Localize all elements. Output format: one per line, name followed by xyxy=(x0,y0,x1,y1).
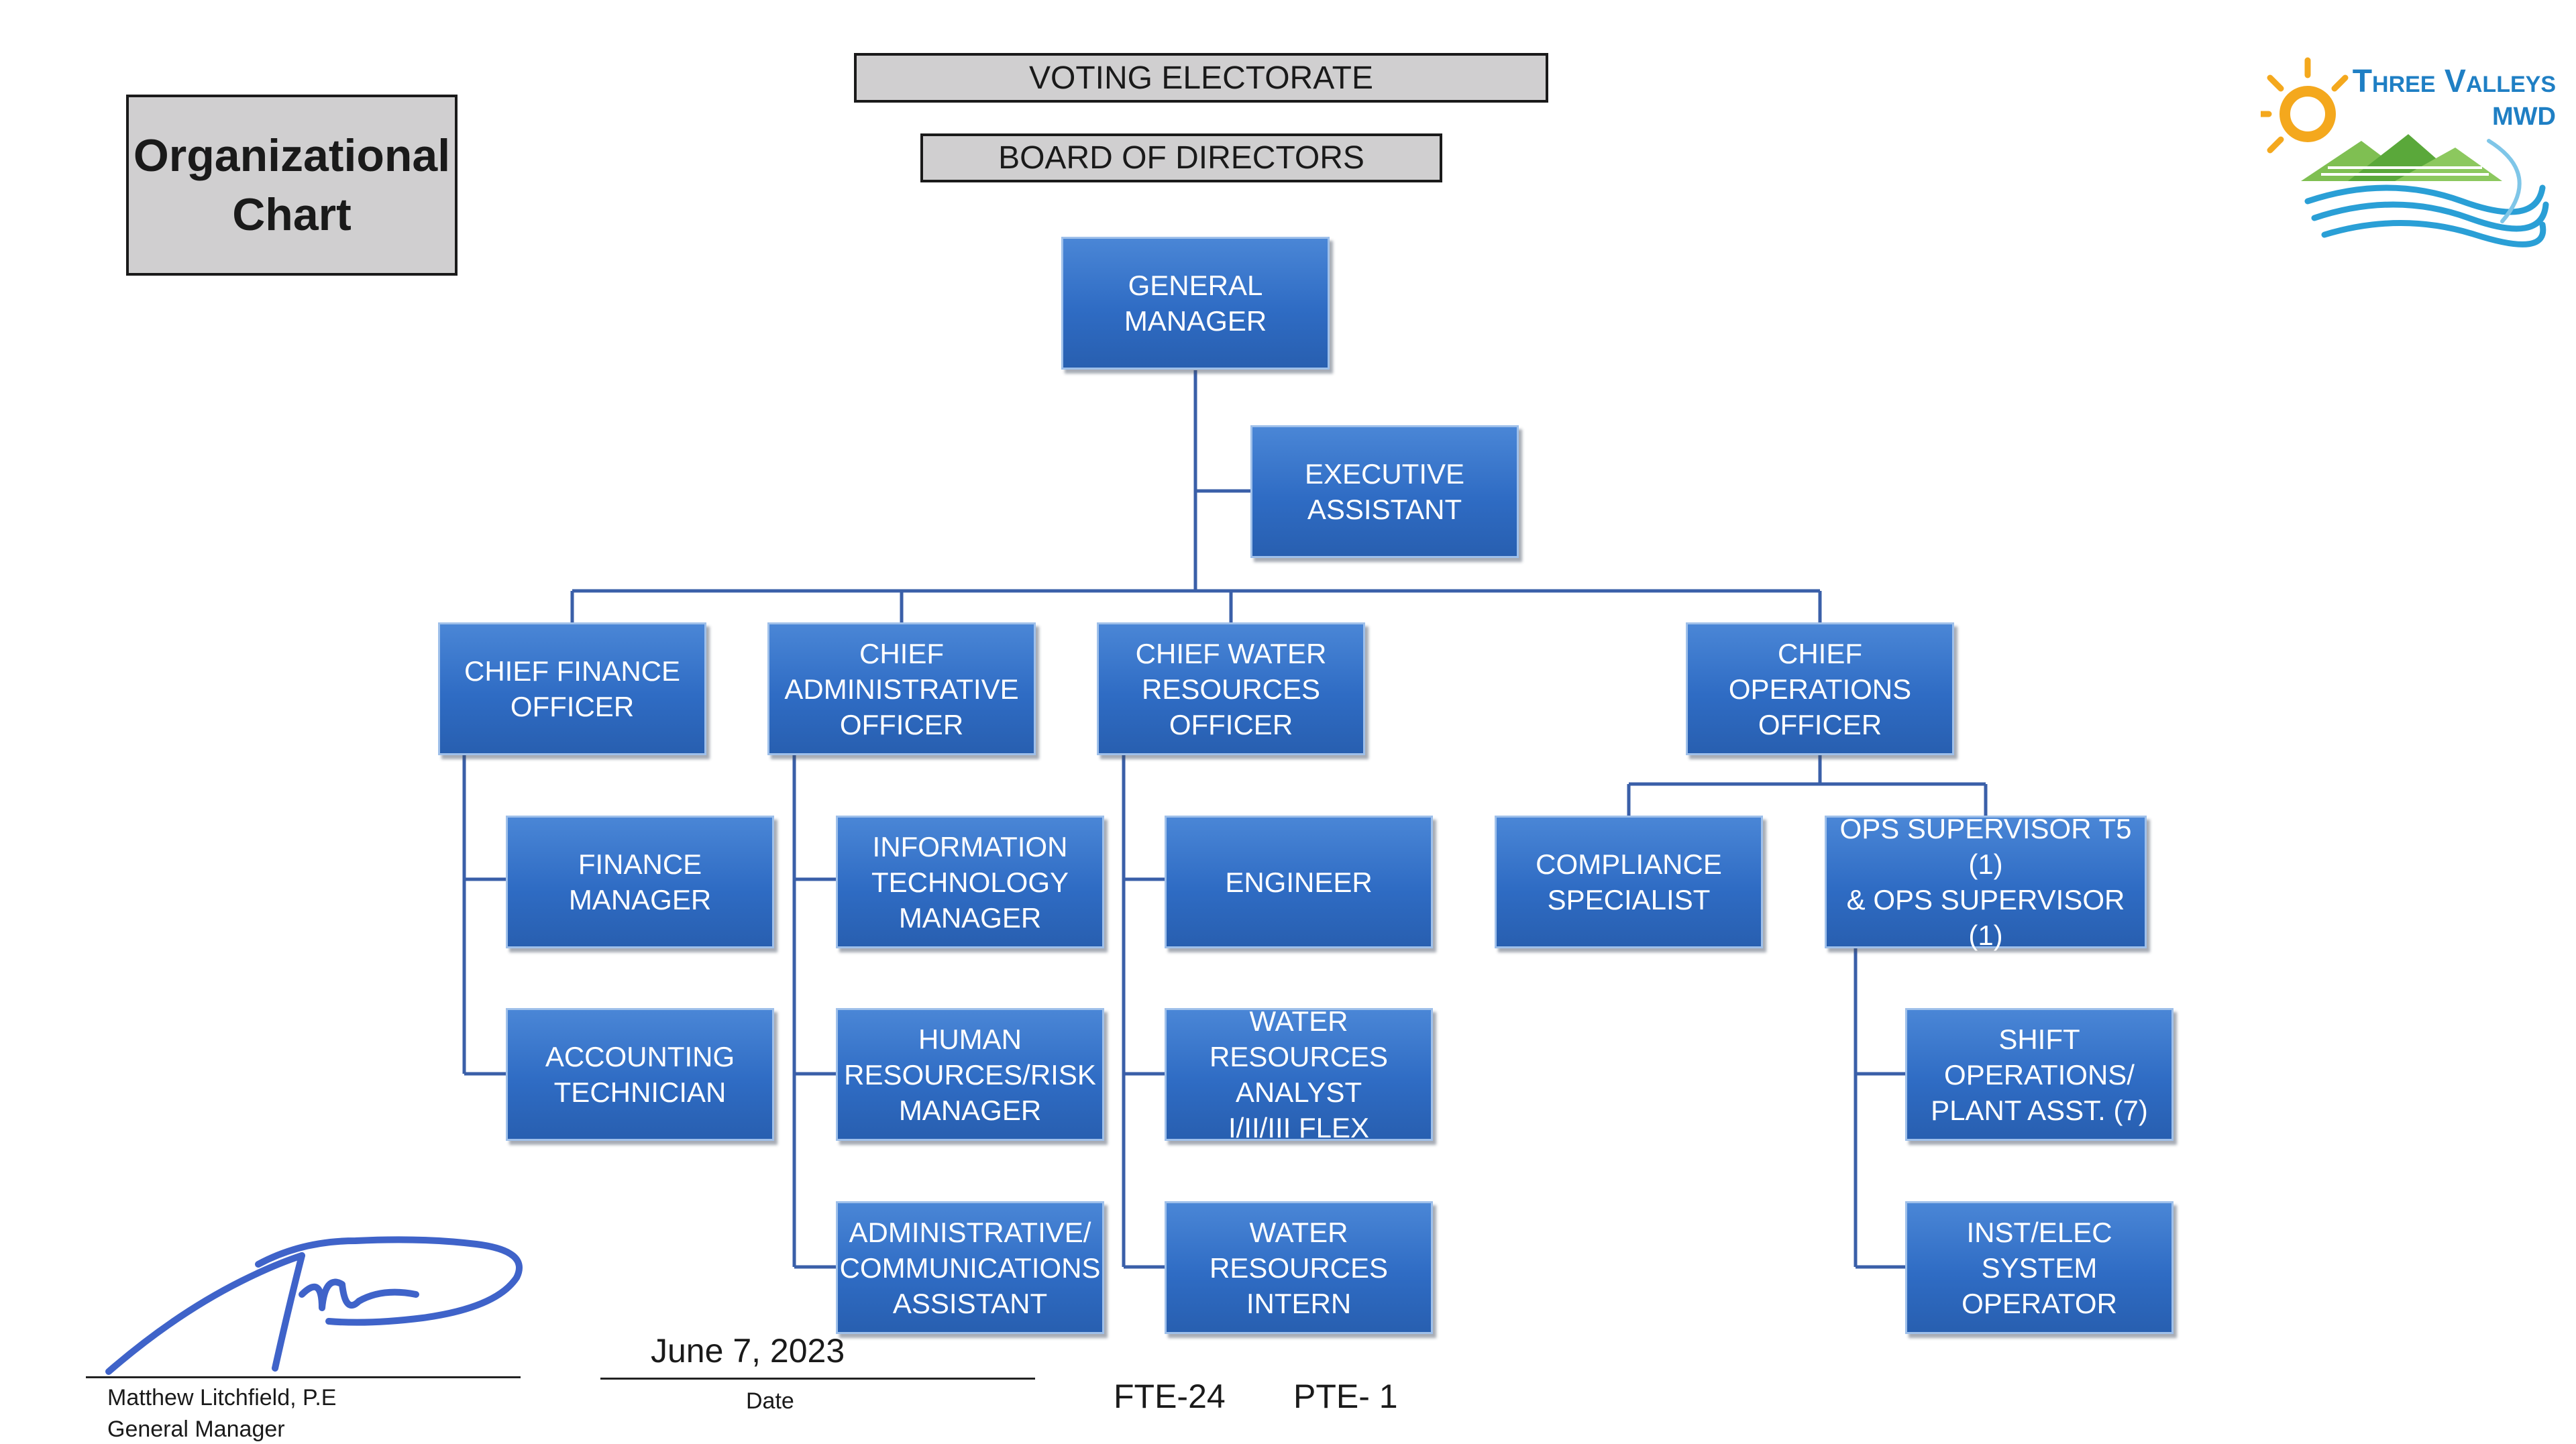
node-chief-administrative-officer: CHIEF ADMINISTRATIVE OFFICER xyxy=(767,622,1036,755)
logo-subname: MWD xyxy=(2492,103,2556,131)
node-engineer: ENGINEER xyxy=(1165,816,1433,948)
signature-icon xyxy=(105,1236,523,1375)
node-executive-assistant: EXECUTIVE ASSISTANT xyxy=(1250,425,1519,558)
board-of-directors-box: BOARD OF DIRECTORS xyxy=(920,133,1442,182)
pte-count: PTE- 1 xyxy=(1293,1378,1398,1415)
date-value: June 7, 2023 xyxy=(651,1332,845,1370)
logo-mark-icon xyxy=(2255,57,2549,247)
logo-name: Three Valleys xyxy=(2352,64,2556,99)
signer-title: General Manager xyxy=(107,1417,285,1442)
page-title: Organizational Chart xyxy=(126,95,458,276)
node-hr-risk-manager: HUMAN RESOURCES/RISK MANAGER xyxy=(836,1008,1104,1141)
node-inst-elec-system-operator: INST/ELEC SYSTEM OPERATOR xyxy=(1905,1201,2174,1334)
node-shift-operations-plant-asst: SHIFT OPERATIONS/ PLANT ASST. (7) xyxy=(1905,1008,2174,1141)
node-general-manager: GENERAL MANAGER xyxy=(1061,237,1330,370)
node-accounting-technician: ACCOUNTING TECHNICIAN xyxy=(506,1008,774,1141)
three-valleys-logo: Three Valleys MWD xyxy=(2255,40,2556,255)
date-line xyxy=(600,1378,1035,1380)
fte-count: FTE-24 xyxy=(1114,1378,1226,1415)
node-it-manager: INFORMATION TECHNOLOGY MANAGER xyxy=(836,816,1104,948)
node-chief-water-resources-officer: CHIEF WATER RESOURCES OFFICER xyxy=(1097,622,1365,755)
node-chief-operations-officer: CHIEF OPERATIONS OFFICER xyxy=(1686,622,1954,755)
node-admin-communications-assistant: ADMINISTRATIVE/ COMMUNICATIONS ASSISTANT xyxy=(836,1201,1104,1334)
voting-electorate-box: VOTING ELECTORATE xyxy=(854,53,1548,103)
signer-name: Matthew Litchfield, P.E xyxy=(107,1385,337,1410)
signature-line xyxy=(86,1376,521,1378)
date-label: Date xyxy=(746,1388,794,1414)
node-finance-manager: FINANCE MANAGER xyxy=(506,816,774,948)
node-compliance-specialist: COMPLIANCE SPECIALIST xyxy=(1495,816,1763,948)
node-chief-finance-officer: CHIEF FINANCE OFFICER xyxy=(438,622,706,755)
node-ops-supervisor: OPS SUPERVISOR T5 (1) & OPS SUPERVISOR (… xyxy=(1825,813,2147,951)
node-water-resources-intern: WATER RESOURCES INTERN xyxy=(1165,1201,1433,1334)
node-water-resources-analyst: WATER RESOURCES ANALYST I/II/III FLEX xyxy=(1165,1005,1433,1144)
